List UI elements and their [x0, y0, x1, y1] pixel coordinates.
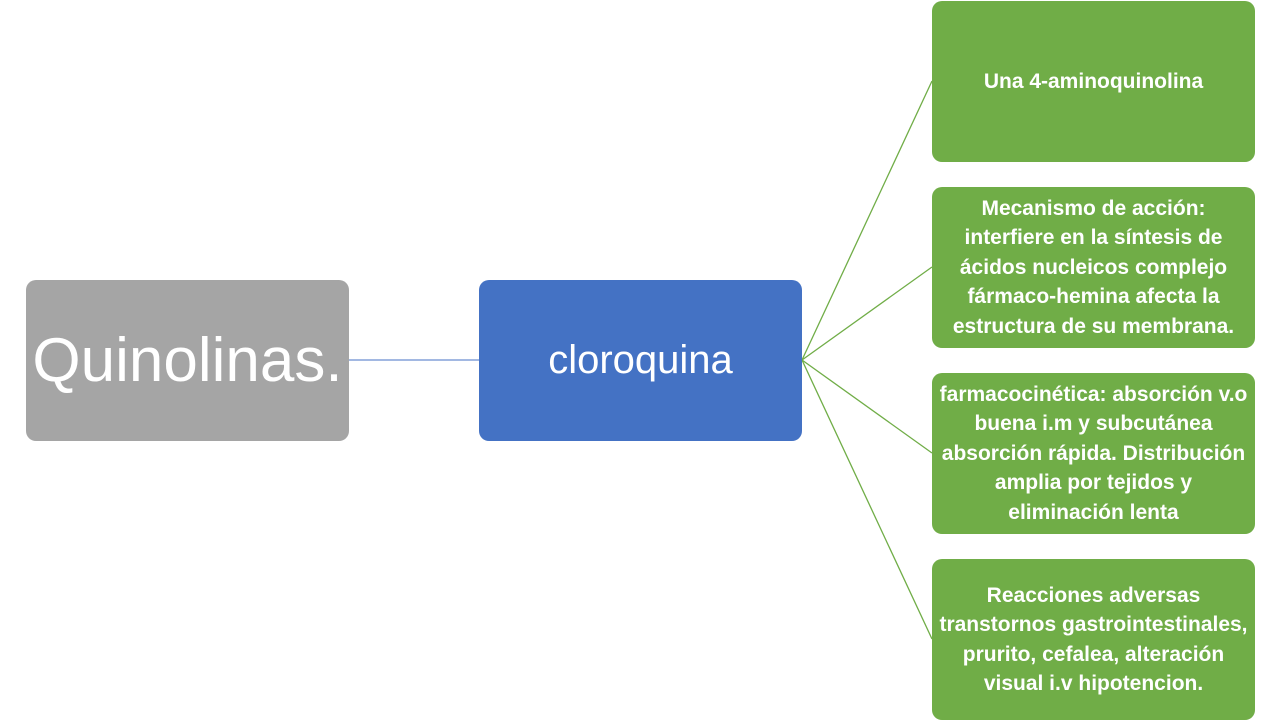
connector-child-to-leaf-4: [801, 359, 933, 640]
connector-child-to-leaf-2: [801, 266, 933, 361]
connector-child-to-leaf-3: [801, 359, 933, 454]
leaf-node-classification: Una 4-aminoquinolina: [932, 1, 1255, 162]
leaf-node-label: Mecanismo de acción: interfiere en la sí…: [952, 197, 1235, 338]
child-node-label: cloroquina: [548, 338, 733, 382]
leaf-node-label: Una 4-aminoquinolina: [983, 69, 1204, 93]
root-node-label: Quinolinas.: [32, 326, 343, 395]
child-node: cloroquina: [479, 280, 802, 441]
root-node: Quinolinas.: [26, 280, 349, 441]
leaf-node-mechanism: Mecanismo de acción: interfiere en la sí…: [932, 187, 1255, 348]
leaf-node-adverse-reactions: Reacciones adversas transtornos gastroin…: [932, 559, 1255, 720]
connector-child-to-leaf-1: [801, 80, 933, 361]
leaf-node-pharmacokinetics: farmacocinética: absorción v.o buena i.m…: [932, 373, 1255, 534]
leaf-node-label: Reacciones adversas transtornos gastroin…: [939, 583, 1248, 695]
leaf-node-label: farmacocinética: absorción v.o buena i.m…: [939, 383, 1248, 524]
